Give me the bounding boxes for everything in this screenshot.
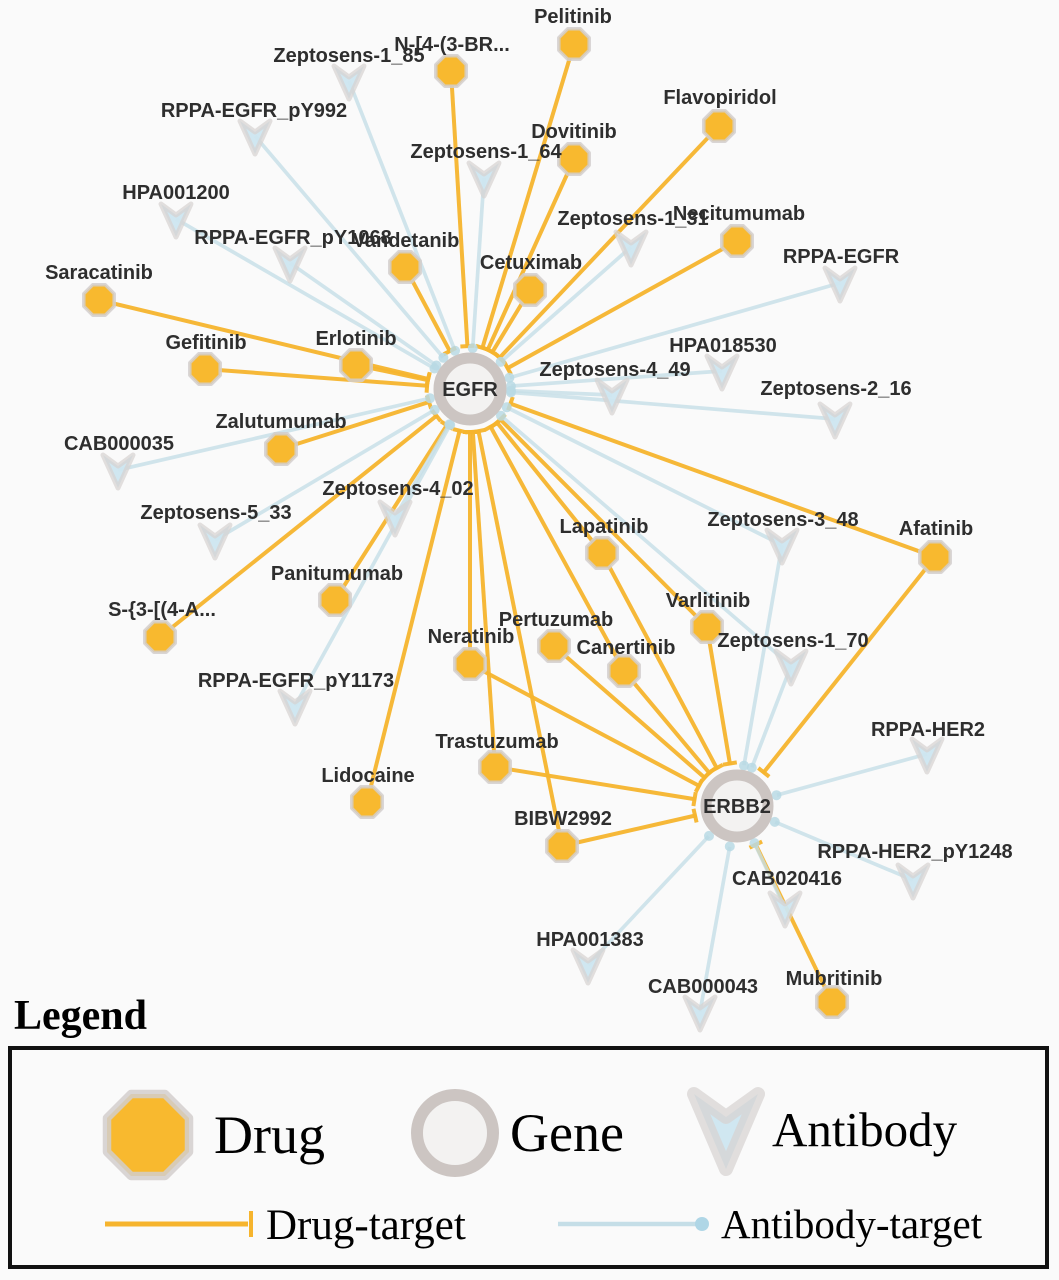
svg-text:Lapatinib: Lapatinib xyxy=(560,516,649,538)
svg-text:Saracatinib: Saracatinib xyxy=(45,262,153,284)
svg-text:RPPA-HER2_pY1248: RPPA-HER2_pY1248 xyxy=(817,841,1012,863)
svg-text:Gene: Gene xyxy=(510,1103,624,1163)
svg-text:RPPA-EGFR: RPPA-EGFR xyxy=(783,246,900,268)
svg-text:RPPA-EGFR_pY1068: RPPA-EGFR_pY1068 xyxy=(194,227,391,249)
svg-text:Gefitinib: Gefitinib xyxy=(165,332,246,354)
svg-text:EGFR: EGFR xyxy=(442,379,498,401)
svg-text:Vandetanib: Vandetanib xyxy=(353,230,460,252)
svg-text:HPA001200: HPA001200 xyxy=(122,182,229,204)
svg-text:Zeptosens-1_64: Zeptosens-1_64 xyxy=(410,141,562,163)
svg-text:N-[4-(3-BR...: N-[4-(3-BR... xyxy=(394,34,510,56)
svg-text:Zeptosens-4_49: Zeptosens-4_49 xyxy=(539,359,690,381)
svg-text:Varlitinib: Varlitinib xyxy=(666,590,750,612)
svg-text:RPPA-HER2: RPPA-HER2 xyxy=(871,719,985,741)
svg-text:Pelitinib: Pelitinib xyxy=(534,6,612,28)
svg-text:Panitumumab: Panitumumab xyxy=(271,563,403,585)
svg-text:Antibody-target: Antibody-target xyxy=(721,1201,983,1247)
svg-text:Pertuzumab: Pertuzumab xyxy=(499,609,613,631)
svg-text:Mubritinib: Mubritinib xyxy=(786,968,883,990)
svg-text:Zeptosens-2_16: Zeptosens-2_16 xyxy=(760,378,911,400)
svg-text:Zeptosens-4_02: Zeptosens-4_02 xyxy=(322,478,473,500)
svg-text:Zeptosens-1_85: Zeptosens-1_85 xyxy=(273,45,424,67)
svg-text:S-{3-[(4-A...: S-{3-[(4-A... xyxy=(108,599,216,621)
svg-text:Zeptosens-5_33: Zeptosens-5_33 xyxy=(140,502,291,524)
svg-text:Legend: Legend xyxy=(14,993,147,1039)
svg-text:Afatinib: Afatinib xyxy=(899,518,973,540)
svg-text:Zeptosens-1_31: Zeptosens-1_31 xyxy=(557,208,708,230)
svg-text:Antibody: Antibody xyxy=(772,1102,958,1157)
svg-text:Cetuximab: Cetuximab xyxy=(480,252,582,274)
svg-text:Drug-target: Drug-target xyxy=(266,1202,466,1249)
svg-text:Flavopiridol: Flavopiridol xyxy=(663,87,776,109)
svg-text:Zeptosens-1_70: Zeptosens-1_70 xyxy=(717,630,868,652)
svg-text:ERBB2: ERBB2 xyxy=(703,796,771,818)
svg-text:HPA018530: HPA018530 xyxy=(669,335,776,357)
svg-text:Necitumumab: Necitumumab xyxy=(673,203,805,225)
svg-text:CAB020416: CAB020416 xyxy=(732,868,842,890)
svg-text:Trastuzumab: Trastuzumab xyxy=(435,731,558,753)
svg-text:Dovitinib: Dovitinib xyxy=(531,121,617,143)
svg-text:Zeptosens-3_48: Zeptosens-3_48 xyxy=(707,509,858,531)
svg-text:Erlotinib: Erlotinib xyxy=(315,328,396,350)
svg-text:Canertinib: Canertinib xyxy=(577,637,676,659)
svg-text:BIBW2992: BIBW2992 xyxy=(514,808,612,830)
svg-text:Drug: Drug xyxy=(214,1105,325,1165)
svg-text:RPPA-EGFR_pY1173: RPPA-EGFR_pY1173 xyxy=(198,670,394,692)
svg-text:HPA001383: HPA001383 xyxy=(536,929,643,951)
svg-text:Neratinib: Neratinib xyxy=(428,626,515,648)
svg-text:CAB000035: CAB000035 xyxy=(64,433,174,455)
svg-text:Lidocaine: Lidocaine xyxy=(321,765,414,787)
svg-text:RPPA-EGFR_pY992: RPPA-EGFR_pY992 xyxy=(161,100,347,122)
svg-text:Zalutumumab: Zalutumumab xyxy=(215,411,346,433)
svg-text:CAB000043: CAB000043 xyxy=(648,976,758,998)
